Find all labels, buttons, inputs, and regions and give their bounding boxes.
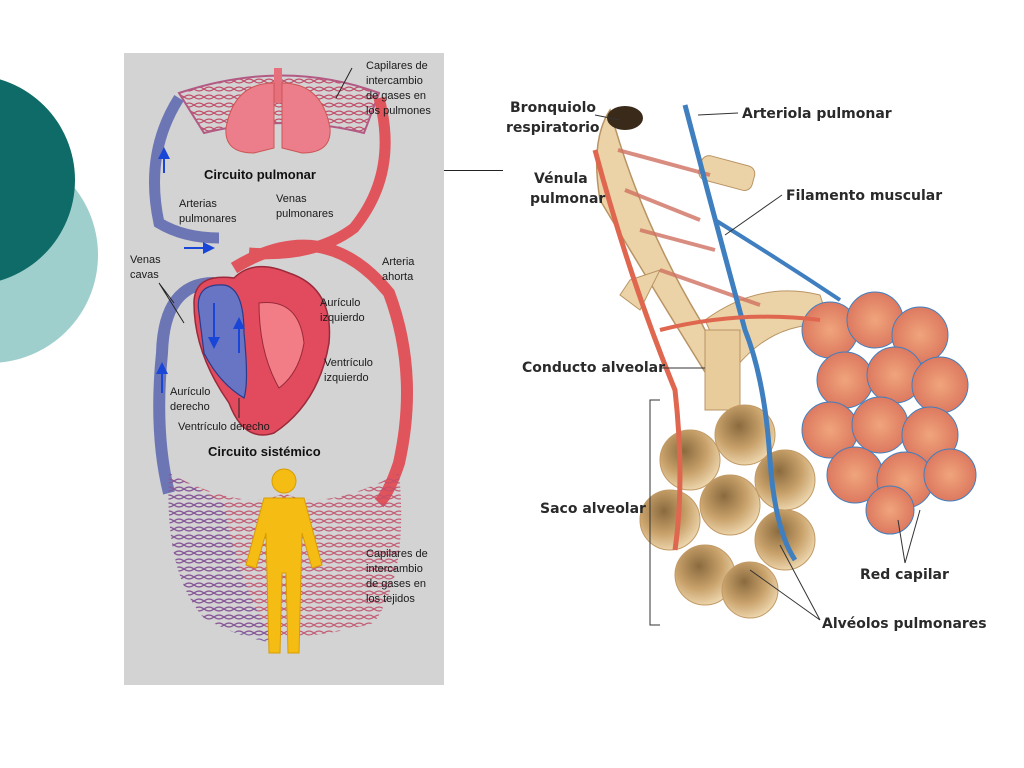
pulmonary-veins-label-line2: pulmonares: [276, 208, 334, 220]
systemic-circuit-title: Circuito sistémico: [208, 444, 321, 459]
circulation-diagram: Capilares de intercambio de gases en los…: [124, 53, 444, 685]
left-ventricle-label-line2: izquierdo: [324, 372, 369, 384]
lungs-icon: [225, 68, 331, 154]
pulmonary-alveoli-label: Alvéolos pulmonares: [822, 616, 987, 632]
muscle-filament-label: Filamento muscular: [786, 188, 942, 204]
pointer-line: [897, 509, 921, 564]
pointer-line: [335, 67, 353, 99]
right-ventricle-label: Ventrículo derecho: [178, 421, 270, 433]
alveolar-duct: [704, 329, 741, 411]
pulmonary-arteriole-vessel: [682, 104, 798, 562]
tissue-capillary-network-venous: [168, 473, 274, 643]
right-atrium-label-line2: derecho: [170, 401, 210, 413]
pulmonary-artery-vessel: [149, 95, 220, 244]
vena-cava-vessel: [153, 277, 215, 495]
pulmonary-veins-label-line1: Venas: [276, 193, 307, 205]
pointer-line: [724, 194, 783, 236]
pulmonary-arteriole-label: Arteriola pulmonar: [742, 106, 892, 122]
pulmonary-arteries-label-line1: Arterias: [179, 198, 217, 210]
tissue-capillaries-label-line3: de gases en: [366, 578, 426, 590]
dark-teal-circle: [0, 79, 75, 281]
pulmonary-capillaries-label-line1: Capilares de: [366, 60, 428, 72]
bronchiole-label-line2: respiratorio: [506, 120, 600, 136]
pulmonary-capillaries-label-line2: intercambio: [366, 75, 423, 87]
alveoli-diagram: Bronquiolo respiratorio Arteriola pulmon…: [506, 100, 987, 632]
connector-line: [443, 170, 503, 171]
tissue-capillaries-label-line2: intercambio: [366, 563, 423, 575]
pulmonary-venule-vessel: [592, 149, 683, 551]
heart-icon: [193, 265, 331, 436]
aorta-label-line2: ahorta: [382, 271, 414, 283]
sac-bracket: [649, 399, 660, 626]
capillary-network-cluster: [801, 291, 977, 535]
pointer-line: [158, 282, 185, 324]
right-atrium-label-line1: Aurículo: [170, 386, 210, 398]
capillary-network-label: Red capilar: [860, 567, 949, 583]
alveolar-sac-label: Saco alveolar: [540, 501, 646, 517]
aorta-label-line1: Arteria: [382, 256, 415, 268]
slide-decoration: [0, 79, 98, 363]
vena-cava-label-line1: Venas: [130, 254, 161, 266]
pulmonary-capillaries-label-line4: los pulmones: [366, 105, 431, 117]
pulmonary-circuit-title: Circuito pulmonar: [204, 167, 316, 182]
pulmonary-capillaries-label-line3: de gases en: [366, 90, 426, 102]
left-ventricle-label-line1: Ventrículo: [324, 357, 373, 369]
bronchiole-label-line1: Bronquiolo: [510, 100, 596, 116]
pulmonary-venule-branch: [659, 314, 821, 332]
tissue-capillaries-label-line4: los tejidos: [366, 593, 415, 605]
pointer-line: [749, 544, 821, 621]
pointer-line: [594, 114, 621, 121]
tissue-capillaries-label-line1: Capilares de: [366, 548, 428, 560]
pulmonary-arteries-label-line2: pulmonares: [179, 213, 237, 225]
human-body-icon: [245, 468, 323, 654]
left-atrium-label-line2: izquierdo: [320, 312, 365, 324]
vena-cava-label-line2: cavas: [130, 269, 159, 281]
alveolar-duct-label: Conducto alveolar: [522, 360, 665, 376]
alveolar-sac: [639, 404, 816, 619]
pulmonary-arteriole-branch: [713, 218, 842, 302]
left-atrium-label-line1: Aurículo: [320, 297, 360, 309]
pulmonary-venule-label-line1: Vénula: [534, 171, 588, 187]
pulmonary-venule-label-line2: pulmonar: [530, 191, 605, 207]
pointer-line: [697, 112, 739, 116]
